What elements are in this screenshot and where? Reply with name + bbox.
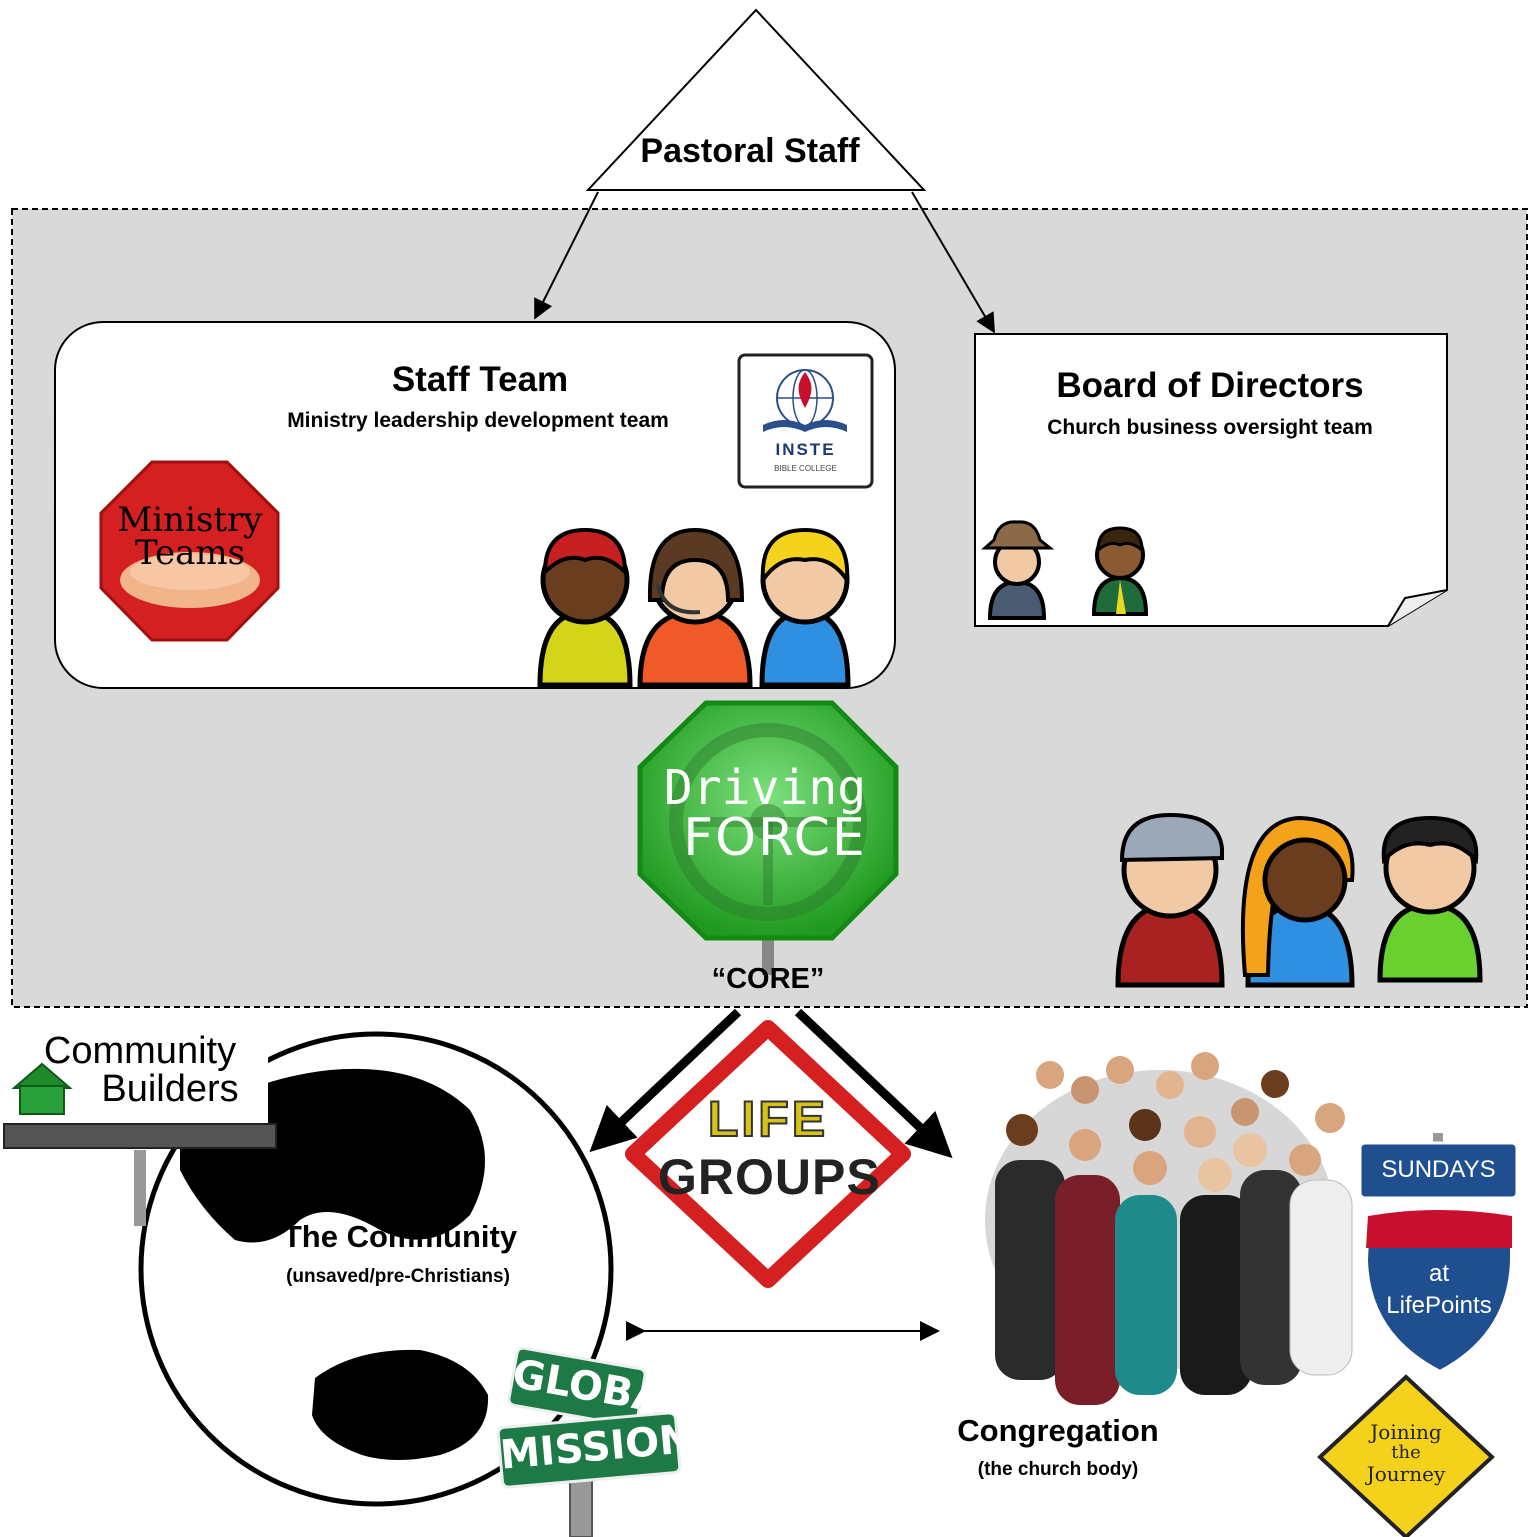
person-icon <box>1377 815 1483 983</box>
life-groups-sign <box>625 1020 911 1288</box>
billboard-line2: Builders <box>101 1068 239 1110</box>
interstate-line1: at <box>1428 1260 1449 1287</box>
board-page-curl <box>1387 589 1448 627</box>
arrow-to-community <box>589 1008 742 1153</box>
core-label: “CORE” <box>711 963 825 995</box>
globe-icon <box>138 1031 614 1507</box>
missions-street-sign <box>496 1411 682 1489</box>
person-icon <box>981 520 1055 620</box>
steering-wheel-icon <box>669 723 867 921</box>
billboard-post <box>134 1150 146 1226</box>
pastoral-triangle <box>585 8 927 191</box>
staff-team-subtitle: Ministry leadership development team <box>287 409 669 432</box>
arrow-to-congregation <box>794 1008 953 1159</box>
core-people <box>1115 812 1483 988</box>
person-icon <box>1240 815 1355 988</box>
hands-icon <box>120 552 260 608</box>
ministry-sign-line1: Ministry <box>117 500 263 540</box>
congregation-subtitle: (the church body) <box>977 1459 1139 1480</box>
driving-force-post <box>762 930 774 975</box>
journey-line3: Journey <box>1366 1462 1446 1486</box>
ministry-sign-line2: Teams <box>134 533 246 573</box>
arrow-to-board <box>911 191 996 334</box>
billboard-line1: Community <box>43 1030 237 1072</box>
journey-line1: Joining <box>1370 1420 1442 1444</box>
inste-logo <box>737 353 874 489</box>
sundays-sign-text: SUNDAYS <box>1381 1156 1496 1183</box>
pastoral-staff-title: Pastoral Staff <box>640 132 860 170</box>
driving-force-sign <box>637 700 899 941</box>
congregation-crowd <box>985 1052 1353 1405</box>
staff-people <box>537 527 851 688</box>
staff-team-title: Staff Team <box>391 360 569 399</box>
congregation-title: Congregation <box>957 1413 1159 1448</box>
life-groups-line1: LIFE <box>707 1090 829 1148</box>
life-groups-line2: GROUPS <box>658 1149 881 1205</box>
global-street-sign <box>507 1346 647 1428</box>
inste-logo-sub: BIBLE COLLEGE <box>774 464 837 473</box>
person-icon <box>759 527 851 688</box>
community-subtitle: (unsaved/pre-Christians) <box>286 1266 510 1287</box>
person-icon <box>537 527 633 688</box>
community-title: The Community <box>282 1219 518 1254</box>
arrow-to-staff <box>534 191 599 320</box>
joining-journey-sign <box>1317 1374 1495 1537</box>
board-title: Board of Directors <box>1056 366 1364 405</box>
person-icon <box>637 527 753 688</box>
inste-logo-name: INSTE <box>775 440 836 459</box>
house-icon <box>11 1062 73 1115</box>
driving-force-line1: Driving <box>663 760 867 816</box>
interstate-shield-top <box>1366 1210 1512 1248</box>
street-sign-post <box>569 1474 593 1537</box>
bible-flame-icon <box>763 369 847 432</box>
person-icon <box>1091 526 1149 616</box>
board-people <box>981 520 1149 620</box>
journey-line2: the <box>1391 1442 1421 1463</box>
billboard-base <box>3 1123 277 1149</box>
interstate-line2: LifePoints <box>1386 1292 1492 1319</box>
sundays-sign <box>1358 1141 1519 1200</box>
driving-force-line2: FORCE <box>683 808 867 868</box>
person-icon <box>1115 812 1225 988</box>
board-subtitle: Church business oversight team <box>1047 416 1373 439</box>
